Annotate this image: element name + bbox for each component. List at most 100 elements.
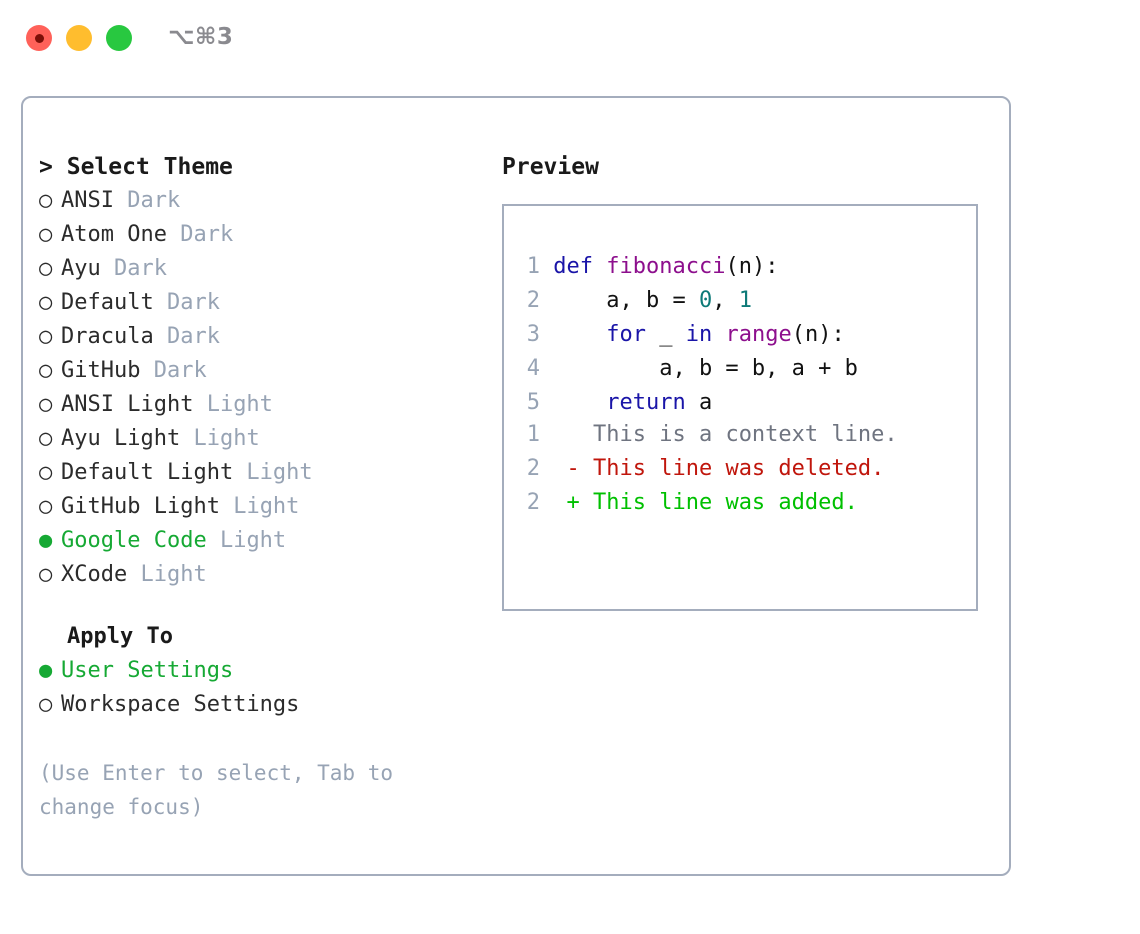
keyboard-shortcut-label: ⌥⌘3 [168,24,234,50]
radio-unselected-icon: ○ [39,256,53,281]
diff-line-text: This line was deleted. [579,456,885,481]
code-line-number: 5 [526,390,540,415]
diff-line-number: 2 [526,456,540,481]
theme-option-default[interactable]: ○Default Dark [39,286,489,320]
code-token-kw: in [685,322,713,347]
code-line: 1 def fibonacci(n): [516,250,968,284]
code-token-plain: a [685,390,713,415]
minimize-window-button[interactable] [66,25,92,51]
code-token-plain [553,322,606,347]
theme-option-label: Google Code [61,528,207,553]
radio-unselected-icon: ○ [39,290,53,315]
apply-to-list: ●User Settings ○ Workspace Settings [39,654,489,722]
diff-marker [540,422,580,447]
theme-option-label: ANSI [61,188,114,213]
code-token-plain [553,390,606,415]
main-card: > Select Theme ○ANSI Dark○Atom One Dark○… [21,96,1011,876]
code-line-number: 4 [526,356,540,381]
select-theme-title: Select Theme [66,154,233,180]
code-token-punct: (n): [725,254,779,279]
theme-variant-badge: Dark [153,290,220,315]
apply-to-option-workspace-settings[interactable]: ○ Workspace Settings [39,688,489,722]
code-token-plain: _ [645,322,686,347]
apply-to-heading: Apply To [67,624,173,649]
prompt-caret-icon: > [39,154,53,180]
code-token-kw: def [553,254,593,279]
theme-selector-panel: > Select Theme ○ANSI Dark○Atom One Dark○… [39,150,489,824]
code-gutter-space [540,254,553,279]
radio-unselected-icon: ○ [39,358,53,383]
theme-option-ayu[interactable]: ○Ayu Dark [39,252,489,286]
code-line: 5 return a [516,386,968,420]
code-gutter-space [540,322,553,347]
theme-variant-badge: Light [127,562,207,587]
apply-to-option-label: Workspace Settings [61,692,300,717]
code-token-fn: range [725,322,792,347]
theme-variant-badge: Dark [153,324,220,349]
theme-option-xcode[interactable]: ○XCode Light [39,558,489,592]
theme-option-atom-one[interactable]: ○Atom One Dark [39,218,489,252]
code-token-num: 0 [698,288,713,313]
radio-unselected-icon: ○ [39,324,53,349]
diff-line-number: 2 [526,490,540,515]
code-line-number: 1 [526,254,540,279]
diff-line-del: 2 - This line was deleted. [516,452,968,486]
theme-option-ayu-light[interactable]: ○Ayu Light Light [39,422,489,456]
radio-selected-icon: ● [39,528,53,553]
apply-to-panel: Apply To ●User Settings ○ Workspace Settin… [39,620,489,722]
code-token-kw: return [606,390,686,415]
radio-unselected-icon: ○ [39,562,53,587]
theme-variant-badge: Dark [140,358,207,383]
theme-option-label: Dracula [61,324,154,349]
theme-variant-badge: Light [206,528,287,553]
keyboard-hint-text: (Use Enter to select, Tab to change focu… [39,761,394,819]
select-theme-heading: > Select Theme [39,150,489,184]
apply-to-option-user-settings[interactable]: ●User Settings [39,654,489,688]
theme-option-github[interactable]: ○ GitHub Dark [39,354,489,388]
radio-unselected-icon: ○ [39,188,53,213]
theme-option-label: ANSI Light [61,392,194,417]
theme-variant-badge: Dark [113,188,181,213]
theme-option-google-code[interactable]: ● Google Code Light [39,524,489,558]
code-gutter-space [540,390,553,415]
close-window-button[interactable] [26,25,52,51]
code-token-plain [593,254,606,279]
theme-variant-badge: Light [193,392,273,417]
code-token-kw: for [606,322,646,347]
theme-option-label: Ayu [61,256,101,281]
theme-option-dracula[interactable]: ○ Dracula Dark [39,320,489,354]
radio-unselected-icon: ○ [39,692,53,717]
recording-dot-icon [34,33,44,43]
theme-list: ○ANSI Dark○Atom One Dark○Ayu Dark○Defaul… [39,184,489,592]
maximize-window-button[interactable] [106,25,132,51]
radio-unselected-icon: ○ [39,222,53,247]
diff-line-text: This line was added. [579,490,858,515]
theme-option-default-light[interactable]: ○Default Light Light [39,456,489,490]
radio-unselected-icon: ○ [39,460,53,485]
title-bar: ⌥⌘3 [0,0,1140,78]
code-line: 3 for _ in range(n): [516,318,968,352]
diff-marker: + [540,490,580,515]
code-line-number: 2 [526,288,540,313]
code-gutter-space [540,356,553,381]
radio-unselected-icon: ○ [39,494,53,519]
theme-option-ansi[interactable]: ○ ANSI Dark [39,184,489,218]
code-token-plain: , [712,288,739,313]
theme-option-label: GitHub [61,358,141,383]
theme-option-ansi-light[interactable]: ○ANSI Light Light [39,388,489,422]
theme-variant-badge: Light [219,494,300,519]
preview-heading: Preview [502,154,599,180]
diff-line-add: 2 + This line was added. [516,486,968,520]
diff-line-number: 1 [526,422,540,447]
diff-sample: 1 This is a context line.2 - This line w… [516,418,968,520]
theme-option-github-light[interactable]: ○GitHub Light Light [39,490,489,524]
code-line-number: 3 [526,322,540,347]
diff-line-ctx: 1 This is a context line. [516,418,968,452]
preview-panel: Preview 1 def fibonacci(n):2 a, b = 0, 1… [502,150,992,611]
code-token-punct: (n): [791,322,845,347]
code-token-num: 1 [738,288,752,313]
code-line: 4 a, b = b, a + b [516,352,968,386]
code-token-fn: fibonacci [606,254,726,279]
